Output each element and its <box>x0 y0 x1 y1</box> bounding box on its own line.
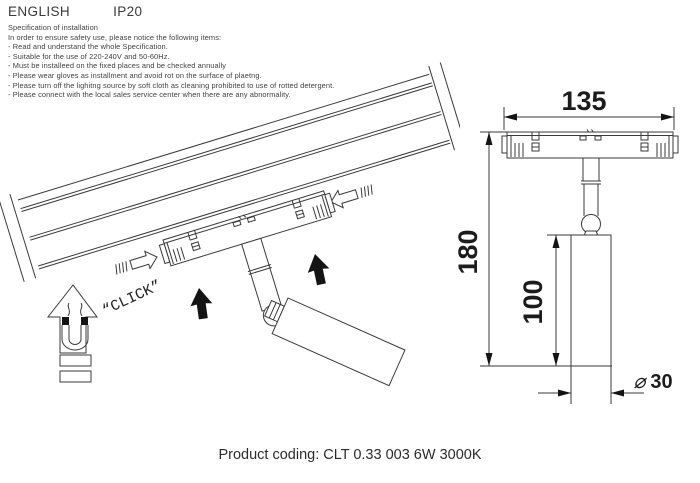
spec-item: - Please connect with the local sales se… <box>8 90 291 100</box>
spec-item: - Read and understand the whole Specific… <box>8 42 168 52</box>
spec-item: - Please wear gloves as installment and … <box>8 70 262 80</box>
installation-diagram: “CLICK” <box>0 62 460 387</box>
spec-item: - Please turn off the lighitng source by… <box>8 80 335 90</box>
push-up-arrow-icon <box>307 254 330 286</box>
slide-in-arrow-left-icon <box>115 250 158 275</box>
click-label: “CLICK” <box>100 277 164 319</box>
lamp-front-view <box>570 157 612 367</box>
magnet-icon <box>46 284 98 383</box>
ip-rating-label: IP20 <box>113 4 143 19</box>
track-rail <box>0 62 460 282</box>
spec-item: - Must be installeed on the fixed places… <box>8 61 226 71</box>
push-up-arrow-icon <box>190 288 213 320</box>
lamp-body <box>570 234 612 367</box>
spec-item: - Suitable for the use of 220-240V and 5… <box>8 51 170 61</box>
adapter-front-view <box>501 129 679 159</box>
header: ENGLISH IP20 <box>8 4 408 19</box>
width-dimension-label: 135 <box>561 86 606 116</box>
diameter-dimension-label: ⌀30 <box>633 371 672 393</box>
lamp-head <box>263 297 406 387</box>
spec-title: Specification of installation <box>8 23 98 32</box>
dimension-drawing: 135 <box>453 86 679 404</box>
adapter-stem <box>241 237 282 312</box>
product-coding: Product coding: CLT 0.33 003 6W 3000K <box>218 447 482 463</box>
spec-intro: In order to ensure safety use, please no… <box>8 32 222 42</box>
body-dimension-label: 100 <box>518 279 548 324</box>
slide-in-arrow-right-icon <box>330 184 373 209</box>
specification-block: Specification of installation In order t… <box>8 23 428 100</box>
height-dimension-label: 180 <box>453 229 483 274</box>
language-label: ENGLISH <box>8 4 71 19</box>
